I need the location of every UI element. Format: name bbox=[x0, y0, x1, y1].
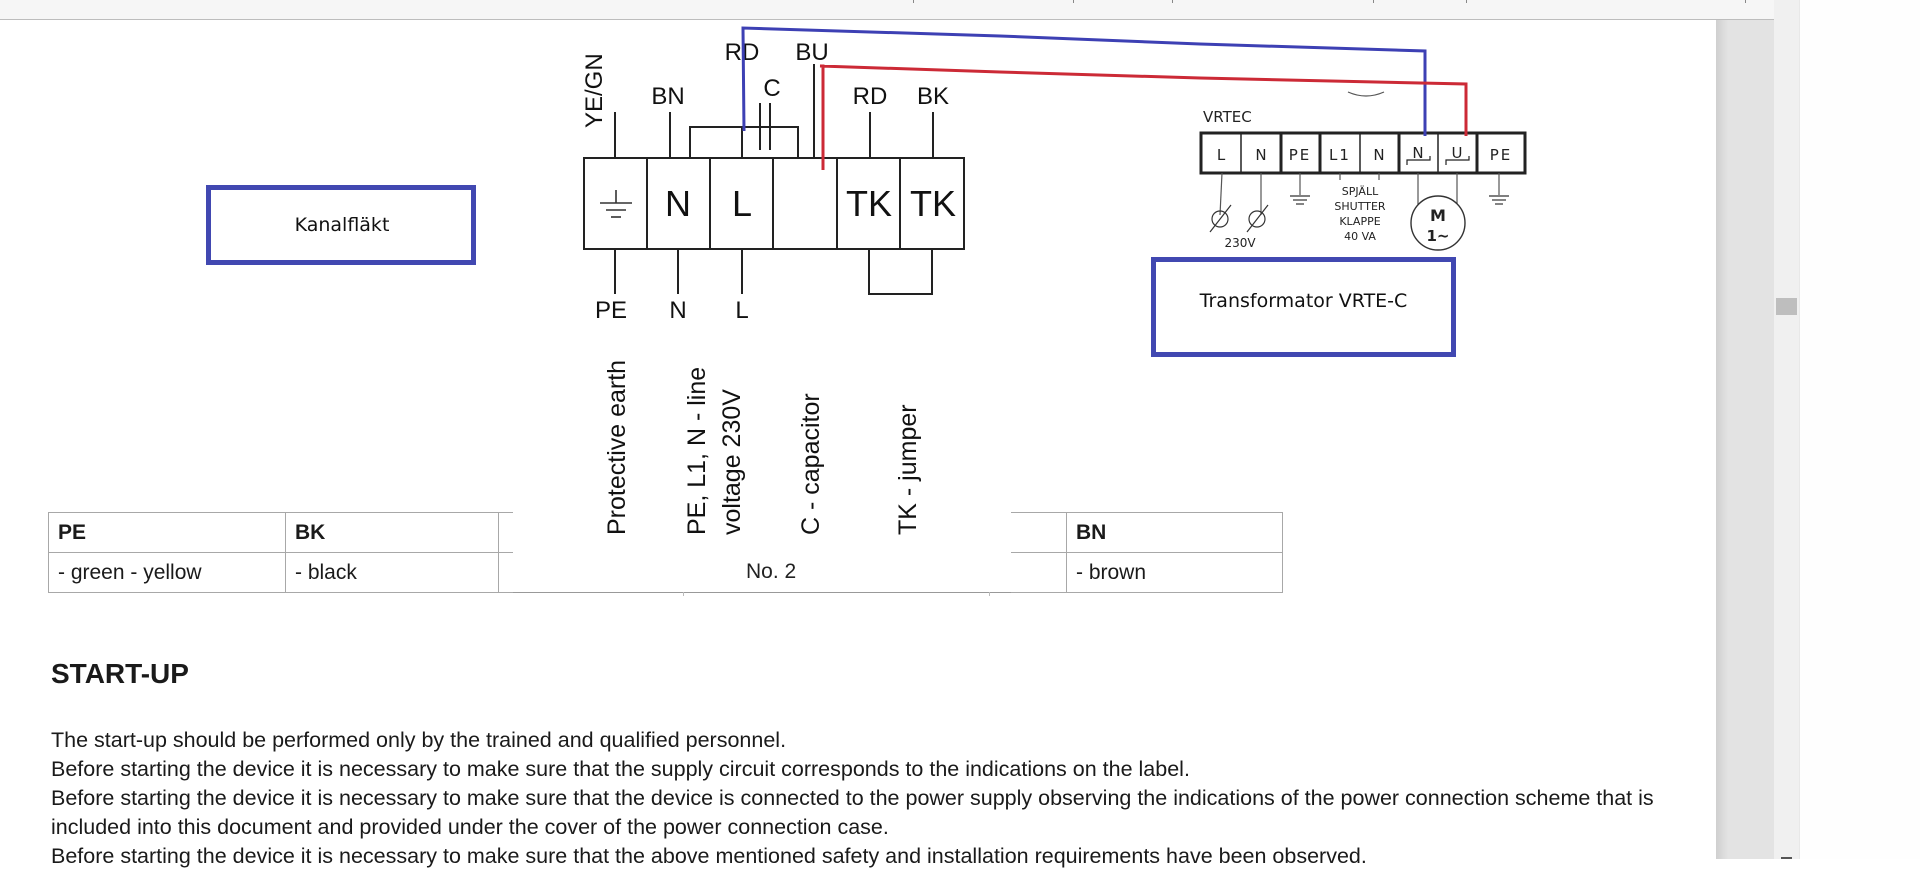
toolbar-fragment bbox=[1172, 0, 1173, 3]
table-cell: - green - yellow bbox=[48, 552, 286, 593]
motor-label: M bbox=[1430, 206, 1446, 225]
damper-label-line: 40 VA bbox=[1344, 230, 1376, 243]
toolbar-fragment bbox=[1073, 0, 1074, 3]
vrtec-terminal-label: N bbox=[1412, 144, 1423, 162]
wiring-diagram: N L TK TK YE/GN BN RD C BU RD BK PE N L … bbox=[581, 26, 1527, 324]
scrollbar-thumb[interactable] bbox=[1776, 298, 1797, 315]
vrtec-terminal-label: U bbox=[1452, 144, 1463, 162]
damper-label-line: KLAPPE bbox=[1339, 215, 1380, 228]
desktop-background bbox=[1800, 0, 1920, 859]
table-header-cell: PE bbox=[48, 512, 286, 553]
section-body: The start-up should be performed only by… bbox=[51, 726, 1691, 871]
table-border-fragment bbox=[513, 592, 1011, 593]
fan-terminal-block bbox=[583, 64, 965, 295]
damper-label-line: SHUTTER bbox=[1334, 200, 1386, 213]
page-gutter bbox=[1716, 20, 1774, 859]
table-border-fragment bbox=[989, 592, 990, 596]
wire-label-bk: BK bbox=[917, 83, 949, 110]
transformer-annotation-box: Transformator VRTE-C bbox=[1151, 257, 1456, 357]
table-header-cell: BN bbox=[1066, 512, 1283, 553]
table-border-fragment bbox=[683, 592, 684, 596]
earth-icon bbox=[1489, 195, 1509, 205]
motor-icon bbox=[1410, 195, 1466, 251]
paragraph: Before starting the device it is necessa… bbox=[51, 786, 1654, 839]
terminal-tk-label: TK bbox=[910, 183, 956, 224]
supply-voltage-label: 230V bbox=[1224, 236, 1256, 250]
wire-label-n: N bbox=[669, 297, 686, 324]
wire-label-bn: BN bbox=[651, 83, 684, 110]
wire-label-ye-gn: YE/GN bbox=[581, 53, 608, 128]
vrtec-title: VRTEC bbox=[1203, 108, 1252, 126]
vrtec-connections bbox=[1219, 172, 1500, 216]
scroll-down-arrow-icon[interactable] bbox=[1781, 857, 1792, 859]
figure-caption: No. 2 bbox=[746, 560, 797, 583]
transformer-annotation-label: Transformator VRTE-C bbox=[1199, 290, 1408, 312]
vrtec-terminal-label: L1 bbox=[1329, 146, 1351, 164]
damper-label-line: SPJÄLL bbox=[1342, 185, 1379, 198]
terminal-tk-label: TK bbox=[846, 183, 892, 224]
table-cell: - black bbox=[285, 552, 499, 593]
pasted-image-background bbox=[513, 335, 1011, 595]
capacitor-bridge bbox=[689, 126, 799, 158]
paragraph: The start-up should be performed only by… bbox=[51, 728, 787, 752]
wire-label-rd: RD bbox=[853, 83, 888, 110]
section-title: START-UP bbox=[51, 658, 189, 689]
table-header-cell: BK bbox=[285, 512, 499, 553]
vrtec-terminal-label: L bbox=[1217, 146, 1226, 164]
fan-annotation-box: Kanalfläkt bbox=[206, 185, 476, 265]
toolbar-fragment bbox=[1745, 0, 1746, 3]
viewer-toolbar bbox=[0, 0, 1774, 20]
tk-jumper bbox=[868, 249, 933, 295]
blue-wire bbox=[741, 26, 1427, 136]
terminal-l-label: L bbox=[732, 183, 752, 224]
paragraph: Before starting the device it is necessa… bbox=[51, 757, 1190, 781]
vrtec-terminal-label: PE bbox=[1289, 146, 1312, 164]
motor-label: 1~ bbox=[1426, 227, 1449, 245]
toolbar-fragment bbox=[913, 0, 914, 3]
table-cell: - brown bbox=[1066, 552, 1283, 593]
supply-terminal-icon bbox=[1209, 204, 1269, 233]
toolbar-fragment bbox=[1373, 0, 1374, 3]
toolbar-fragment bbox=[1466, 0, 1467, 3]
arc-mark bbox=[1347, 91, 1385, 97]
wire-label-c: C bbox=[763, 75, 780, 102]
terminal-n-label: N bbox=[665, 183, 691, 224]
paragraph: Before starting the device it is necessa… bbox=[51, 844, 1367, 868]
vrtec-terminal-label: N bbox=[1373, 146, 1384, 164]
ground-icon bbox=[600, 190, 632, 218]
vrtec-terminal-strip bbox=[1199, 131, 1527, 175]
wire-label-l: L bbox=[735, 297, 748, 324]
red-wire bbox=[819, 64, 1468, 170]
wire-label-pe: PE bbox=[595, 297, 627, 324]
earth-icon bbox=[1290, 195, 1310, 205]
vrtec-terminal-label: PE bbox=[1490, 146, 1513, 164]
wire-label-bu: BU bbox=[795, 39, 828, 66]
fan-annotation-label: Kanalfläkt bbox=[294, 214, 390, 236]
vrtec-terminal-label: N bbox=[1255, 146, 1266, 164]
vertical-scrollbar[interactable] bbox=[1774, 0, 1800, 859]
